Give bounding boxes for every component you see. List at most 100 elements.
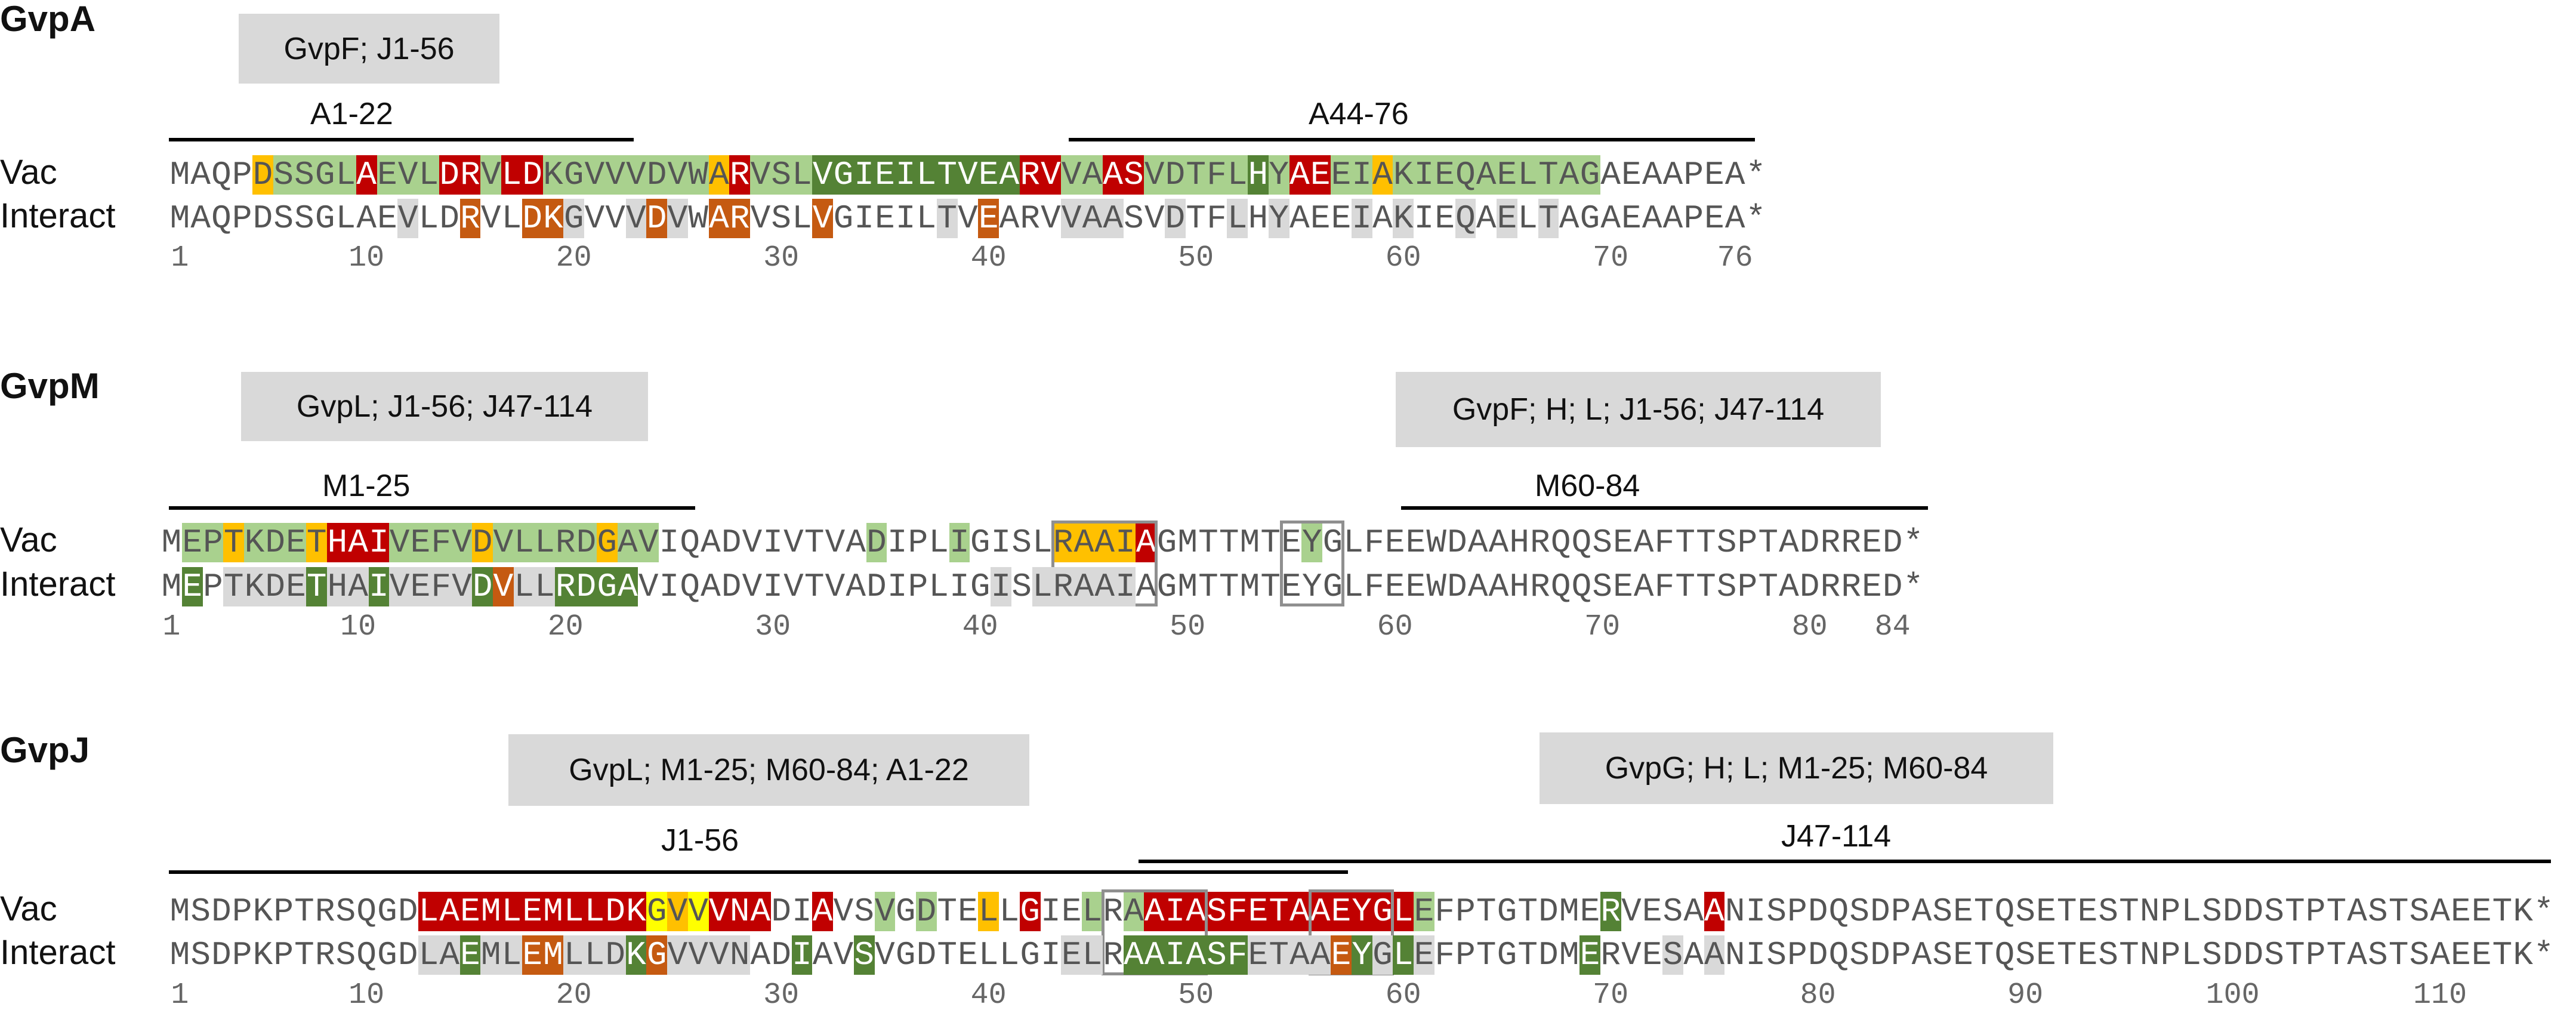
residue: E bbox=[958, 936, 978, 974]
ruler-number: 60 bbox=[1377, 610, 1413, 644]
residue: N bbox=[2139, 936, 2160, 974]
residue: G bbox=[1156, 568, 1177, 606]
residue: H bbox=[1248, 155, 1269, 195]
residue: T bbox=[2056, 892, 2077, 931]
ruler-number: 40 bbox=[970, 978, 1007, 1010]
ruler-number: 70 bbox=[1584, 610, 1621, 644]
residue: I bbox=[887, 568, 908, 606]
residue: P bbox=[1787, 936, 1807, 974]
residue: A bbox=[1683, 892, 1704, 931]
residue: Q bbox=[356, 936, 377, 974]
residue: D bbox=[439, 155, 460, 195]
residue: D bbox=[252, 155, 273, 195]
residue: W bbox=[1426, 568, 1446, 606]
residue: G bbox=[596, 567, 618, 606]
residue: V bbox=[584, 199, 605, 238]
ruler-number: 20 bbox=[547, 610, 584, 644]
residue: D bbox=[397, 892, 418, 931]
ruler-number: 1 bbox=[171, 978, 189, 1010]
residue: G bbox=[314, 155, 335, 195]
residue: T bbox=[294, 892, 314, 931]
residue: E bbox=[1642, 936, 1662, 974]
region-label-gvpa-a1-22: A1-22 bbox=[310, 97, 393, 131]
residue: T bbox=[1218, 568, 1239, 606]
residue: A bbox=[1642, 156, 1662, 194]
residue: D bbox=[1165, 199, 1186, 238]
residue: E bbox=[2471, 892, 2492, 931]
residue: S bbox=[190, 936, 211, 974]
region-label-gvpm-m1-25: M1-25 bbox=[322, 469, 411, 503]
residue: G bbox=[1372, 935, 1393, 975]
residue: I bbox=[991, 524, 1011, 562]
residue: L bbox=[584, 892, 605, 931]
residue: A bbox=[1683, 936, 1704, 974]
residue: V bbox=[1061, 199, 1082, 238]
residue: A bbox=[1094, 523, 1115, 562]
residue: T bbox=[1186, 199, 1206, 238]
residue: V bbox=[1621, 936, 1642, 974]
residue: E bbox=[1248, 892, 1269, 931]
residue: V bbox=[708, 935, 730, 975]
residue: A bbox=[1289, 935, 1310, 975]
residue: G bbox=[1497, 892, 1517, 931]
residue: Y bbox=[1301, 568, 1322, 606]
residue: P bbox=[1683, 156, 1704, 194]
residue: L bbox=[791, 155, 813, 195]
residue: E bbox=[875, 199, 895, 238]
residue: P bbox=[273, 936, 294, 974]
residue: D bbox=[2222, 936, 2243, 974]
residue: I bbox=[1115, 523, 1136, 562]
residue: S bbox=[1011, 568, 1032, 606]
residue: V bbox=[604, 155, 626, 195]
residue: L bbox=[418, 935, 439, 975]
ruler-number: 30 bbox=[763, 978, 800, 1010]
residue: Q bbox=[1571, 524, 1592, 562]
residue: A bbox=[1467, 524, 1488, 562]
residue: D bbox=[1165, 155, 1186, 195]
residue: E bbox=[1497, 199, 1517, 238]
residue: Y bbox=[1351, 935, 1372, 975]
residue: S bbox=[1932, 936, 1952, 974]
residue: S bbox=[2015, 936, 2035, 974]
residue: L bbox=[501, 892, 522, 931]
residue: V bbox=[1040, 155, 1062, 195]
residue: V bbox=[667, 199, 688, 238]
residue: E bbox=[1862, 568, 1882, 606]
residue: G bbox=[1156, 524, 1177, 562]
residue: R bbox=[314, 936, 335, 974]
residue: V bbox=[708, 892, 730, 931]
residue: A bbox=[439, 892, 460, 931]
residue: D bbox=[1799, 568, 1820, 606]
ruler-number: 30 bbox=[755, 610, 791, 644]
residue: L bbox=[335, 155, 356, 195]
residue: A bbox=[701, 568, 721, 606]
residue: V bbox=[1061, 155, 1082, 195]
residue: R bbox=[314, 892, 335, 931]
residue: R bbox=[1020, 199, 1040, 238]
residue: D bbox=[1882, 524, 1903, 562]
residue: I bbox=[887, 524, 908, 562]
residue: L bbox=[501, 199, 522, 238]
residue: M bbox=[169, 936, 190, 974]
residue: S bbox=[2098, 892, 2118, 931]
residue: L bbox=[563, 892, 584, 931]
residue: L bbox=[1082, 892, 1103, 931]
ruler-number: 10 bbox=[348, 241, 385, 275]
residue: A bbox=[1094, 567, 1115, 606]
highlight-region-box bbox=[1279, 521, 1344, 606]
residue: A bbox=[1633, 524, 1654, 562]
row-label-vac-gvpj: Vac bbox=[0, 889, 57, 928]
residue: A bbox=[846, 524, 866, 562]
residue: A bbox=[1310, 935, 1331, 975]
residue: E bbox=[1061, 935, 1082, 975]
residue: G bbox=[1322, 568, 1343, 606]
residue: K bbox=[2513, 936, 2533, 974]
residue: I bbox=[763, 568, 783, 606]
ruler-number: 76 bbox=[1717, 241, 1753, 275]
residue: V bbox=[1621, 892, 1642, 931]
residue: A bbox=[1144, 892, 1165, 931]
residue: E bbox=[2451, 892, 2471, 931]
row-label-interact-gvpj: Interact bbox=[0, 933, 116, 972]
residue: K bbox=[542, 155, 564, 195]
residue: M bbox=[1177, 568, 1198, 606]
